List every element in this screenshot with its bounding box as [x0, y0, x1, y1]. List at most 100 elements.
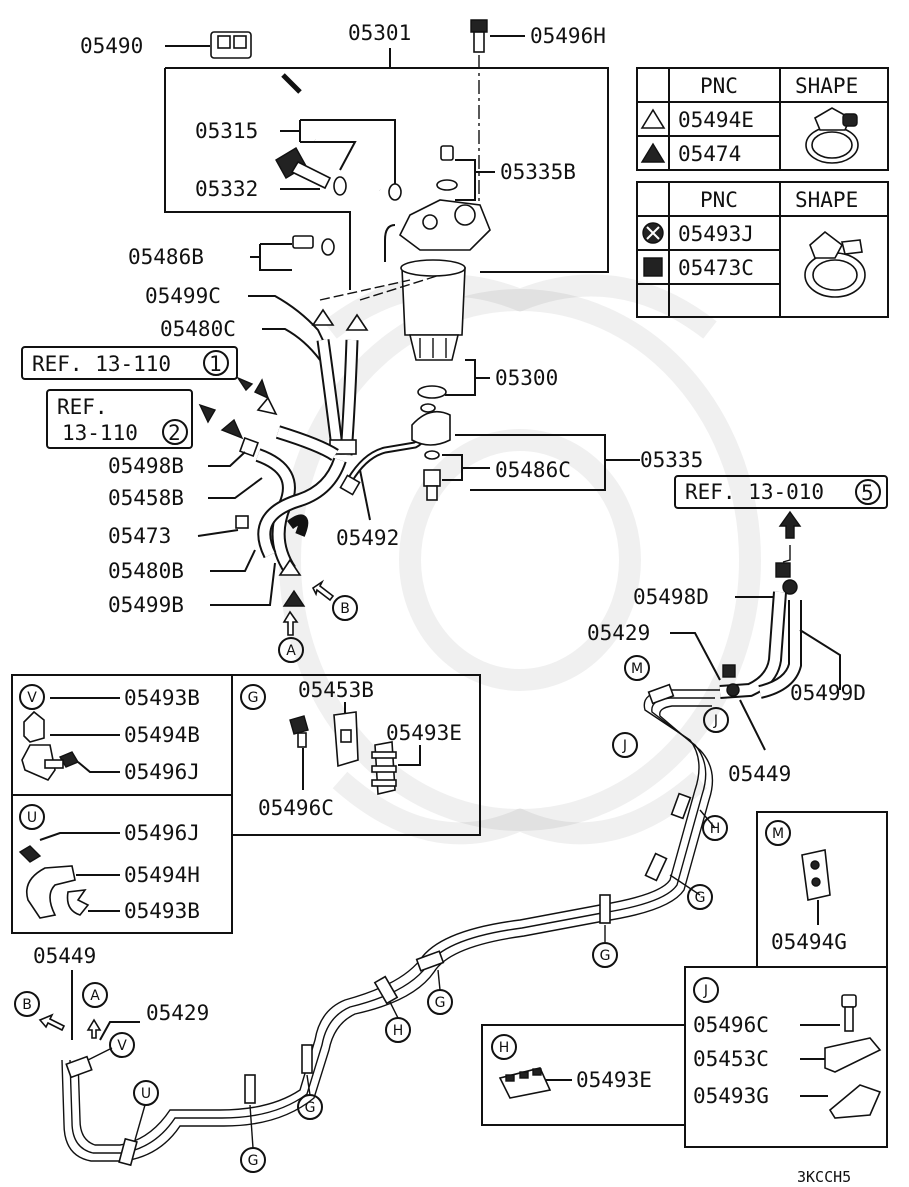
main-fuel-pipe: [61, 683, 720, 1167]
svg-text:PNC: PNC: [700, 188, 738, 212]
svg-text:05473C: 05473C: [678, 256, 754, 280]
label-05300: 05300: [495, 366, 558, 390]
fuel-filter-element-05300: [400, 259, 466, 361]
label-05480B: 05480B: [108, 559, 184, 583]
ref2-line1: REF.: [57, 395, 108, 419]
marker-G-1: [687, 884, 713, 910]
marker-A-top: [278, 637, 304, 663]
svg-text:G: G: [305, 1100, 316, 1116]
band-clamp-shape-icon: [804, 230, 866, 298]
part-05490-connector: [210, 31, 252, 59]
svg-text:J: J: [622, 738, 627, 754]
marker-V: [109, 1032, 135, 1058]
marker-G-3: [427, 989, 453, 1015]
svg-text:G: G: [600, 948, 611, 964]
clamp-triangle-05494E-2: [345, 313, 369, 331]
svg-text:05493B: 05493B: [124, 899, 200, 923]
ref-box-1: [21, 346, 238, 380]
svg-text:05494H: 05494H: [124, 863, 200, 887]
svg-text:H: H: [393, 1023, 404, 1039]
ref-box-5: [674, 475, 888, 509]
triangle-filled-icon: [640, 142, 666, 163]
hose-clamp-shape-icon: [805, 107, 859, 164]
svg-text:05496C: 05496C: [258, 796, 334, 820]
svg-text:05496C: 05496C: [693, 1013, 769, 1037]
ref2-line2: 13-110: [62, 421, 138, 445]
svg-text:05493E: 05493E: [576, 1068, 652, 1092]
svg-text:A: A: [90, 988, 100, 1004]
svg-text:G: G: [435, 995, 446, 1011]
x-circle-icon: [642, 222, 664, 244]
shape-table-1: PNC SHAPE 05494E 05474: [636, 67, 889, 171]
svg-text:05496J: 05496J: [124, 760, 200, 784]
marker-U: [133, 1080, 159, 1106]
label-05449-top: 05449: [728, 762, 791, 786]
part-05332-fitting: [275, 147, 347, 196]
detail-M-clip-drawing: [801, 849, 831, 901]
marker-G-2: [592, 942, 618, 968]
hoses-05498D-05499D: [719, 591, 802, 699]
svg-text:05493G: 05493G: [693, 1084, 769, 1108]
hose-bundle-lower: [235, 425, 347, 574]
svg-text:U: U: [141, 1086, 151, 1102]
svg-text:PNC: PNC: [700, 74, 738, 98]
svg-text:05493J: 05493J: [678, 222, 754, 246]
svg-text:A: A: [286, 643, 296, 659]
detail-G-parts-drawing: [289, 711, 397, 795]
svg-text:05474: 05474: [678, 142, 741, 166]
detail-panel-G: [231, 674, 481, 836]
ref1-num: 1: [209, 352, 222, 376]
marker-B-bottom: [14, 991, 40, 1017]
label-05496H: 05496H: [530, 24, 606, 48]
label-05315: 05315: [195, 119, 258, 143]
fuel-filter-head: [384, 199, 491, 262]
label-05335B: 05335B: [500, 160, 576, 184]
label-05499C: 05499C: [145, 284, 221, 308]
label-05301: 05301: [348, 21, 411, 45]
clamp-triangle-05474: [282, 589, 306, 607]
svg-text:05496J: 05496J: [124, 821, 200, 845]
svg-text:SHAPE: SHAPE: [795, 188, 858, 212]
svg-text:05494B: 05494B: [124, 723, 200, 747]
svg-text:G: G: [695, 890, 706, 906]
shape-table-2: PNC SHAPE 05493J 05473C: [636, 181, 889, 318]
marker-H-2: [385, 1017, 411, 1043]
detail-V-key: V: [27, 690, 37, 706]
svg-text:05494E: 05494E: [678, 108, 754, 132]
ref2-num: 2: [168, 421, 181, 445]
part-05486B-bolt: [292, 235, 335, 256]
clamp-triangle-05494E: [311, 308, 335, 326]
marker-G-4: [297, 1094, 323, 1120]
marker-B-top: [332, 595, 358, 621]
detail-V-parts-drawing: [21, 710, 80, 781]
detail-J-key: J: [703, 983, 708, 999]
label-05449-bottom: 05449: [33, 944, 96, 968]
label-05473: 05473: [108, 524, 171, 548]
marker-A-bottom: [82, 982, 108, 1008]
ref1-text: REF. 13-110: [32, 352, 171, 376]
detail-H-key: H: [499, 1040, 510, 1056]
label-05480C: 05480C: [160, 317, 236, 341]
assembly-05301-outline: [164, 67, 609, 290]
detail-U-key: U: [27, 810, 37, 826]
part-05496H-bolt: [470, 19, 488, 53]
svg-text:H: H: [710, 821, 721, 837]
svg-text:M: M: [631, 661, 643, 677]
marker-J-1: [703, 707, 729, 733]
label-05335: 05335: [640, 448, 703, 472]
label-05499B: 05499B: [108, 593, 184, 617]
arrow-A: [282, 610, 299, 636]
svg-text:05493E: 05493E: [386, 721, 462, 745]
arrow-B: [311, 579, 335, 602]
label-05429-top: 05429: [587, 621, 650, 645]
marker-G-5: [240, 1147, 266, 1173]
detail-G-key: G: [248, 690, 259, 706]
arrow-ref5: [778, 510, 802, 539]
filter-gasket: [417, 385, 447, 399]
svg-text:05453B: 05453B: [298, 678, 374, 702]
diagram-code: 3KCCH5: [797, 1168, 851, 1186]
detail-U-parts-drawing: [18, 845, 90, 919]
svg-text:B: B: [22, 997, 32, 1013]
